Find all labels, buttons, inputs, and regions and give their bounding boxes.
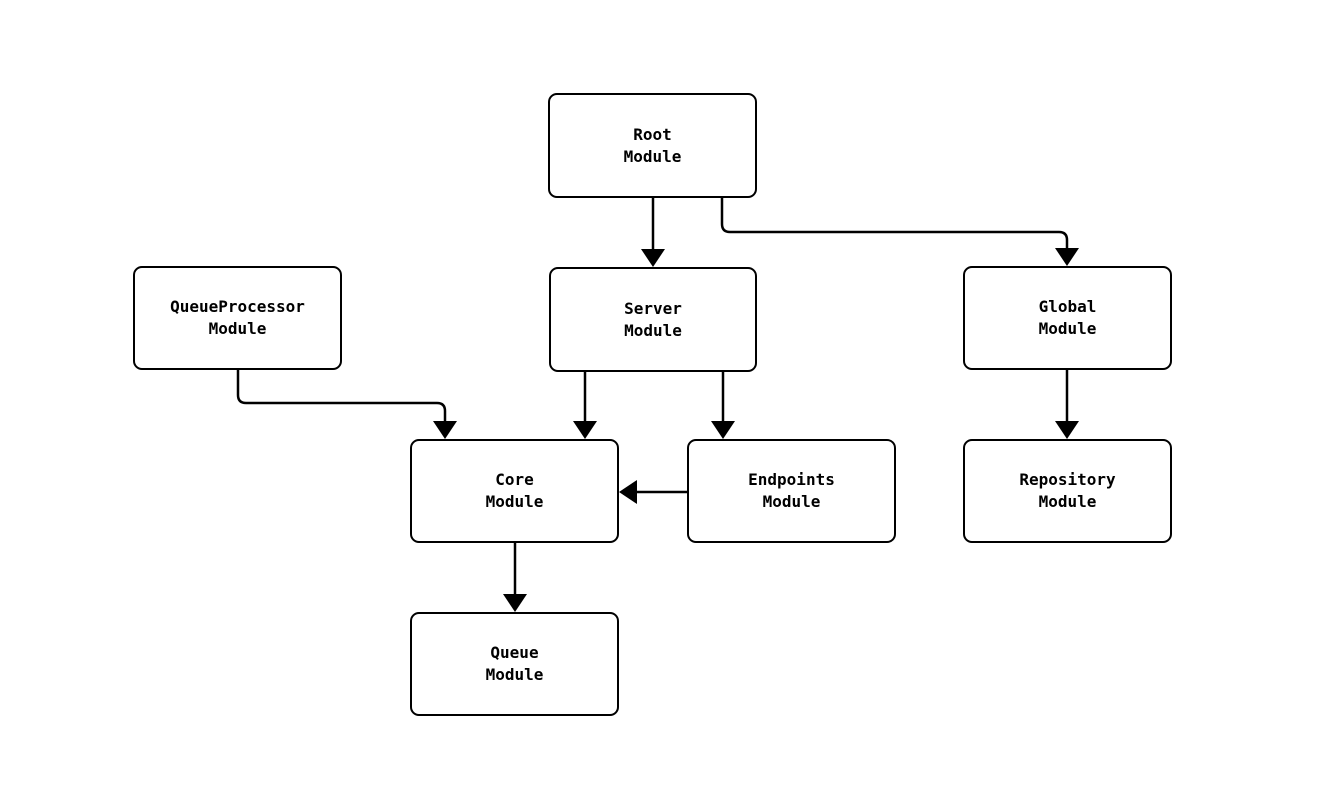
node-repository-module: Repository Module — [963, 439, 1172, 543]
node-queueprocessor-module: QueueProcessor Module — [133, 266, 342, 370]
node-global-module-label: Global Module — [1038, 297, 1097, 338]
edge-root-to-server — [641, 196, 665, 267]
node-core-module: Core Module — [410, 439, 619, 543]
node-root-module-label: Root Module — [623, 124, 682, 166]
node-queue-module: Queue Module — [410, 612, 619, 716]
edge-endpoints-to-core — [619, 480, 689, 504]
node-global-module: Global Module — [963, 266, 1172, 370]
edge-global-to-repository — [1055, 368, 1079, 439]
node-queueprocessor-module-label: QueueProcessor Module — [170, 297, 305, 338]
node-server-module: Server Module — [549, 267, 757, 372]
edge-server-to-endpoints — [711, 370, 735, 439]
node-queue-module-label: Queue Module — [485, 643, 544, 684]
node-root-module: Root Module — [548, 93, 757, 198]
edge-root-to-global — [720, 196, 1079, 266]
edge-queueprocessor-to-core — [236, 367, 457, 439]
edge-server-to-core — [573, 370, 597, 439]
node-repository-module-label: Repository Module — [1019, 470, 1116, 511]
node-core-module-label: Core Module — [485, 470, 544, 511]
node-endpoints-module-label: Endpoints Module — [748, 470, 835, 511]
node-server-module-label: Server Module — [624, 298, 682, 340]
edge-core-to-queue — [503, 541, 527, 612]
node-endpoints-module: Endpoints Module — [687, 439, 896, 543]
